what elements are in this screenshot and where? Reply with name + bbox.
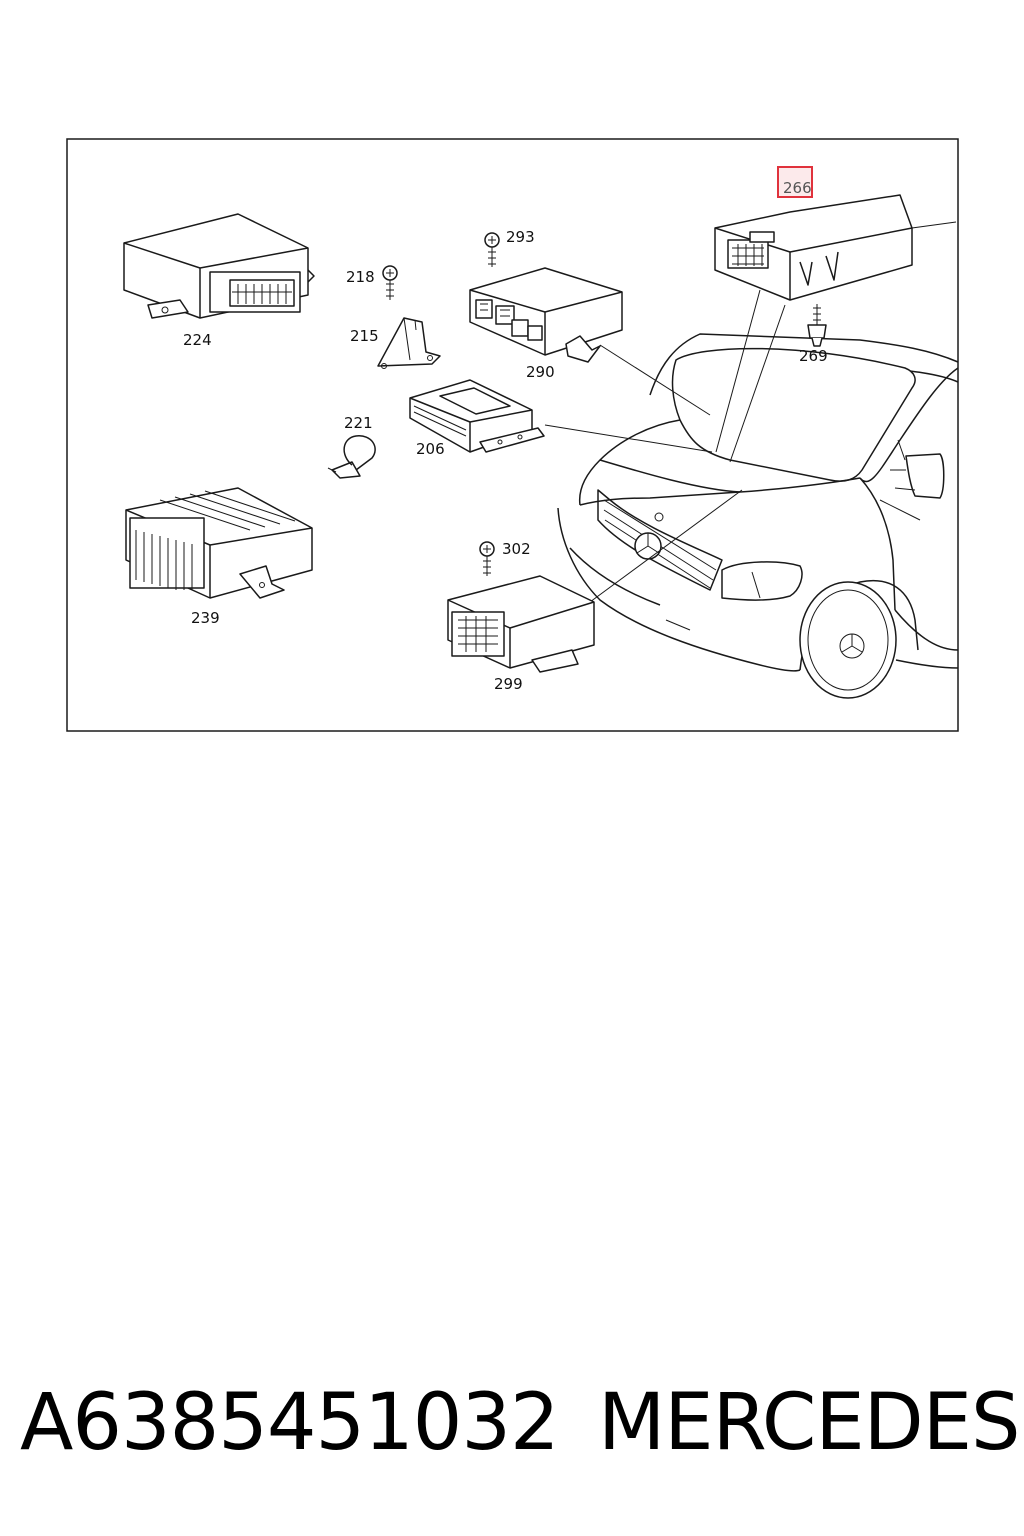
callout-302: 302 (502, 540, 531, 558)
part-number: A6385451032 (20, 1378, 560, 1468)
screw-218 (382, 265, 398, 300)
brand-name: MERCEDES (598, 1378, 1020, 1468)
callout-206: 206 (416, 440, 445, 458)
callout-290: 290 (526, 363, 555, 381)
callout-269: 269 (799, 347, 828, 365)
leader-lines (544, 289, 786, 603)
module-299[interactable] (447, 575, 595, 673)
callout-224: 224 (183, 331, 212, 349)
screw-293 (484, 232, 500, 267)
highlight-box-266 (777, 166, 813, 198)
diagram-frame (66, 138, 959, 732)
module-266[interactable] (714, 194, 957, 301)
module-224[interactable] (123, 213, 315, 319)
callout-215: 215 (350, 327, 379, 345)
module-290[interactable] (469, 267, 623, 363)
callout-221: 221 (344, 414, 373, 432)
van-illustration (557, 333, 959, 699)
module-239[interactable] (125, 487, 313, 599)
callout-239: 239 (191, 609, 220, 627)
callout-293: 293 (506, 228, 535, 246)
callout-218: 218 (346, 268, 375, 286)
cable-tie-221 (327, 435, 376, 479)
module-206[interactable] (409, 379, 545, 453)
screw-302 (479, 541, 495, 576)
callout-266: 266 (783, 179, 812, 197)
bracket-215 (377, 317, 441, 369)
callout-labels: 266 224 218 215 293 290 269 221 206 239 … (183, 179, 828, 693)
screw-269 (807, 304, 827, 347)
callout-299: 299 (494, 675, 523, 693)
parts-diagram: 266 224 218 215 293 290 269 221 206 239 … (66, 138, 959, 732)
